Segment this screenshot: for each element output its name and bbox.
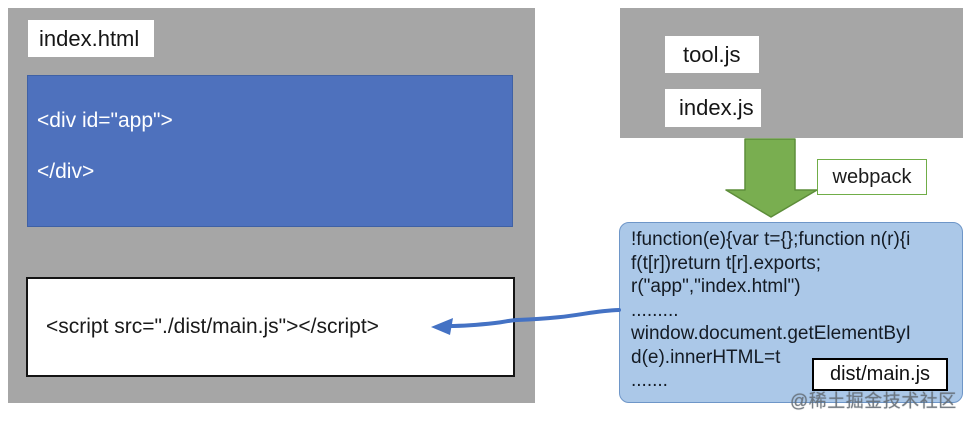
dist-main-js-label: dist/main.js: [812, 358, 948, 391]
watermark-text: @稀土掘金技术社区: [790, 391, 957, 411]
dist-main-js-label-text: dist/main.js: [829, 363, 931, 385]
bundle-code-line: d(e).innerHTML=t: [631, 346, 781, 368]
index-js-label: index.js: [665, 89, 761, 127]
index-html-label: index.html: [28, 20, 154, 57]
bundle-code-line: window.document.getElementByI: [631, 323, 911, 344]
tool-js-label: tool.js: [665, 36, 759, 73]
bundle-code-line: !function(e){var t={};function n(r){i: [631, 229, 911, 250]
webpack-label-text: webpack: [832, 165, 912, 188]
bundle-code-line: r("app","index.html"): [631, 276, 801, 297]
bundle-code-line: .......: [631, 370, 668, 391]
webpack-down-arrow-icon: [725, 138, 818, 218]
bundle-code-line: f(t[r])return t[r].exports;: [631, 252, 822, 274]
index-html-label-text: index.html: [39, 26, 140, 51]
div-open-tag-text: <div id="app">: [37, 109, 173, 132]
watermark: @稀土掘金技术社区: [790, 387, 972, 411]
div-app-box: <div id="app"> </div>: [27, 75, 513, 227]
webpack-label: webpack: [817, 159, 927, 195]
tool-js-label-text: tool.js: [683, 42, 741, 67]
bundle-code-line: .........: [631, 299, 679, 321]
bundle-to-script-arrow-icon: [431, 308, 621, 335]
source-files-container: tool.js index.js: [620, 8, 963, 138]
div-close-tag-text: </div>: [37, 160, 95, 183]
script-tag-text: <script src="./dist/main.js"></script>: [46, 315, 379, 338]
index-html-container: index.html <div id="app"> </div> <script…: [8, 8, 535, 403]
index-js-label-text: index.js: [679, 95, 754, 120]
